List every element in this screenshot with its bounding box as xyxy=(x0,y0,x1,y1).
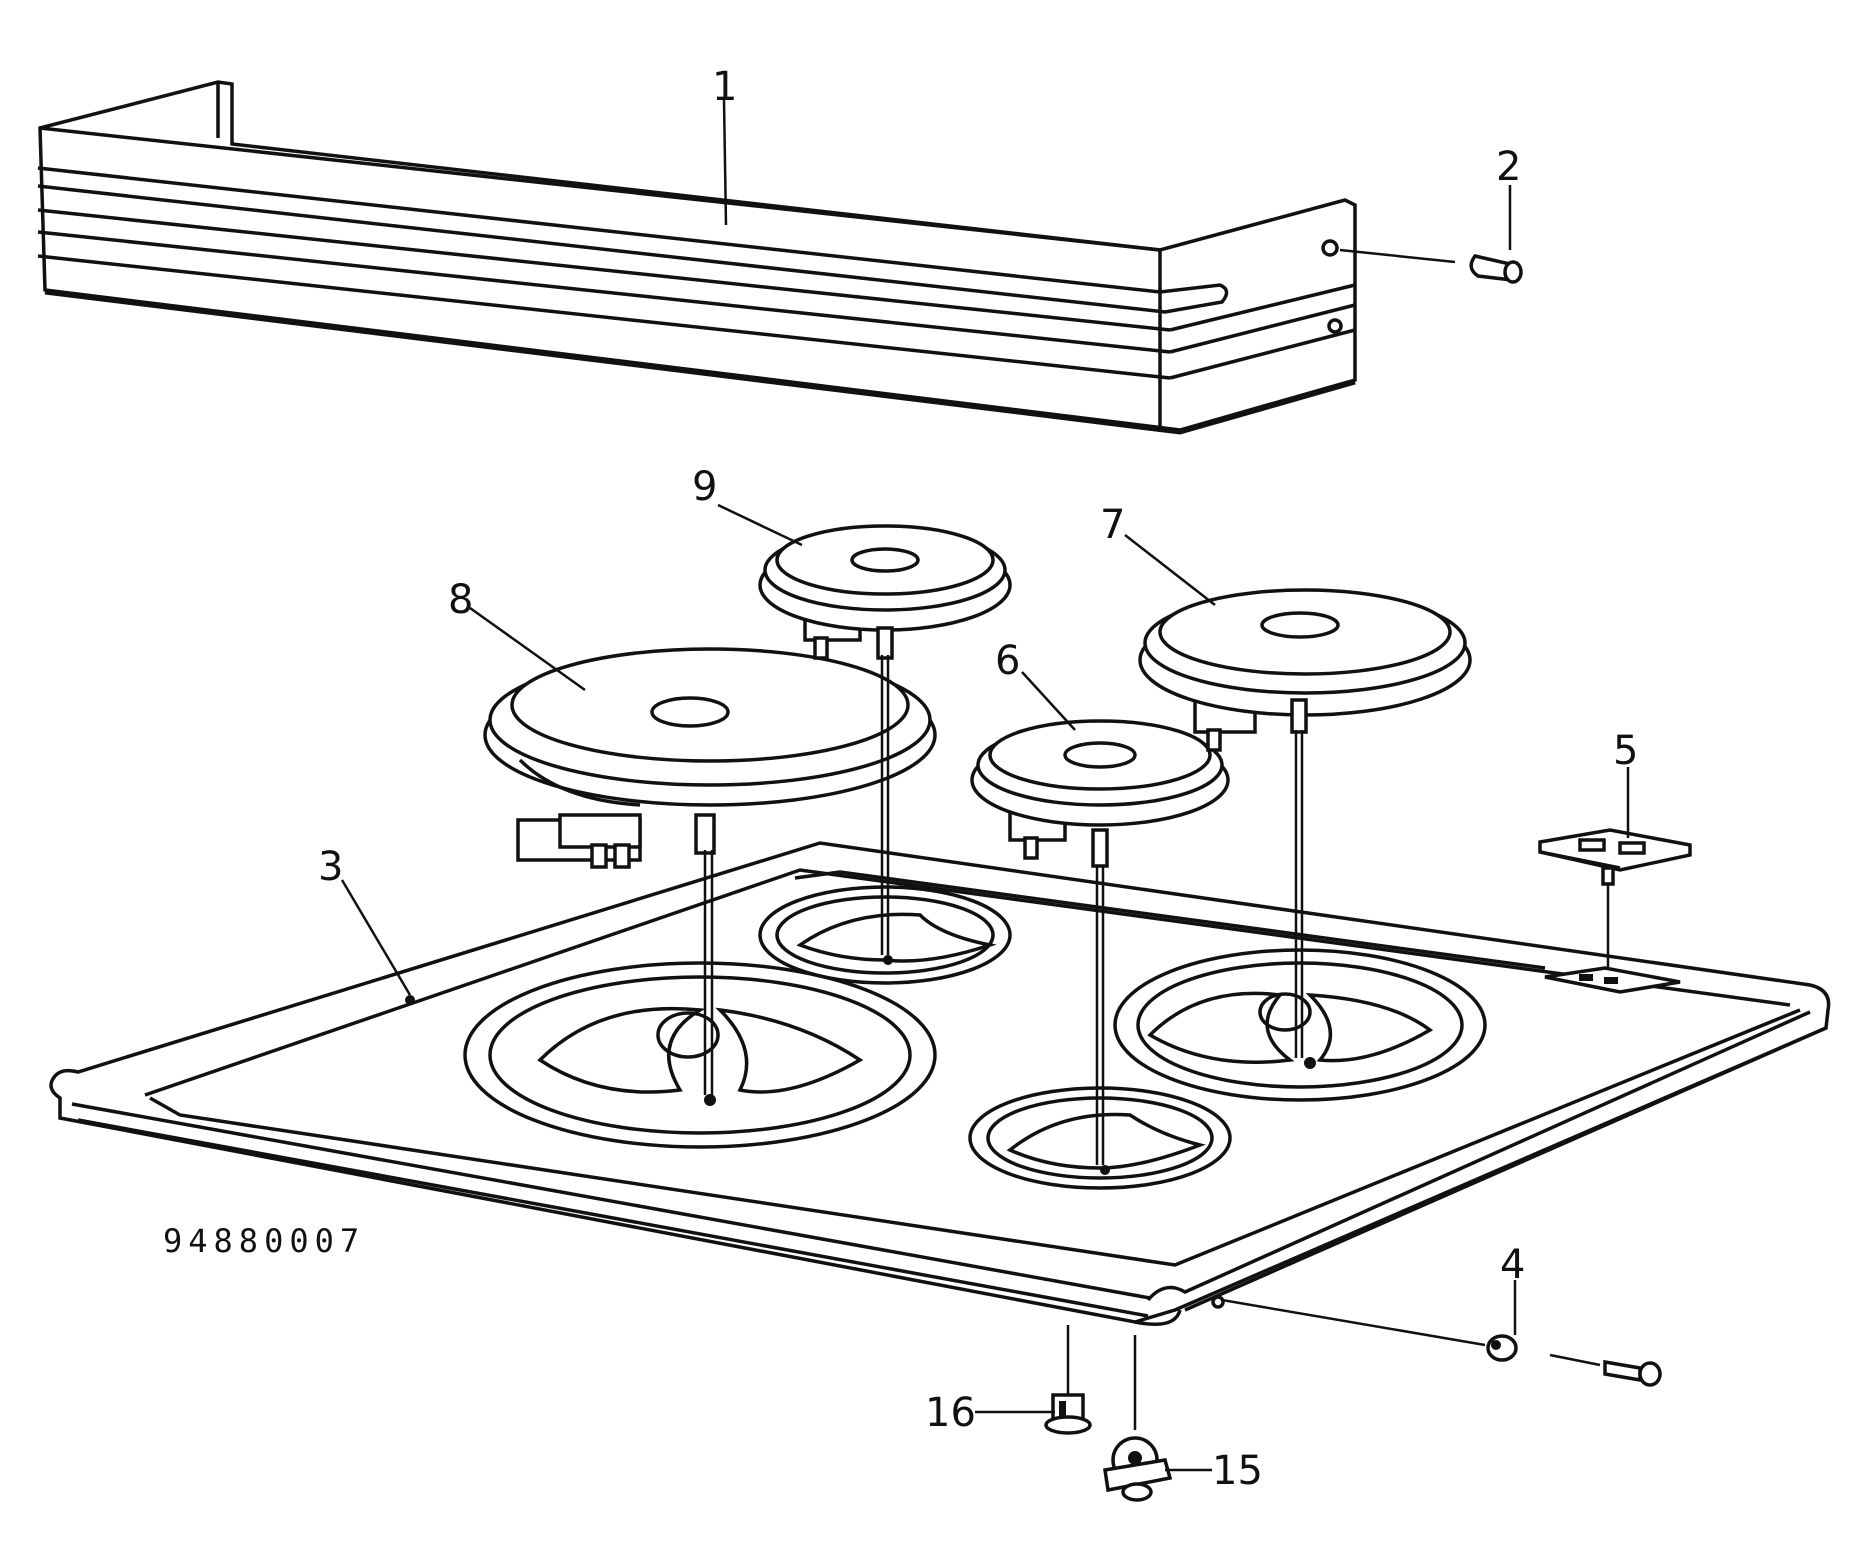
part-4-screw-washer xyxy=(1486,1334,1662,1387)
callout-labels: 1 2 3 4 5 6 7 8 9 15 16 xyxy=(318,64,1638,1494)
callout-7: 7 xyxy=(1100,502,1125,548)
part-1-backguard xyxy=(37,80,1357,435)
part-5-control-plate xyxy=(1538,828,1692,886)
callout-8: 8 xyxy=(448,577,473,623)
callout-4: 4 xyxy=(1500,1242,1525,1288)
callout-3: 3 xyxy=(318,844,343,890)
callout-2: 2 xyxy=(1496,144,1521,190)
document-number: 94880007 xyxy=(163,1222,365,1260)
callout-6: 6 xyxy=(995,638,1020,684)
burner-well-front-left xyxy=(463,961,937,1149)
assembly-lines xyxy=(703,655,1610,1430)
callout-5: 5 xyxy=(1613,728,1638,774)
part-2-plug xyxy=(1339,248,1523,284)
burner-well-rear-left xyxy=(758,885,1012,985)
part-8-large-hotplate xyxy=(483,647,937,869)
part-15-clip xyxy=(1103,1436,1173,1502)
callout-15: 15 xyxy=(1212,1448,1263,1494)
part-6-small-front-hotplate xyxy=(970,719,1230,868)
part-9-small-rear-hotplate xyxy=(758,524,1012,660)
callout-16: 16 xyxy=(925,1390,976,1436)
part-7-large-rear-hotplate xyxy=(1138,588,1472,752)
leader-lines xyxy=(340,99,1630,1472)
callout-1: 1 xyxy=(712,64,737,110)
callout-9: 9 xyxy=(692,464,717,510)
burner-well-front-right xyxy=(968,1086,1232,1190)
part-16-foot xyxy=(1044,1393,1092,1435)
burner-well-rear-right xyxy=(1113,948,1487,1102)
